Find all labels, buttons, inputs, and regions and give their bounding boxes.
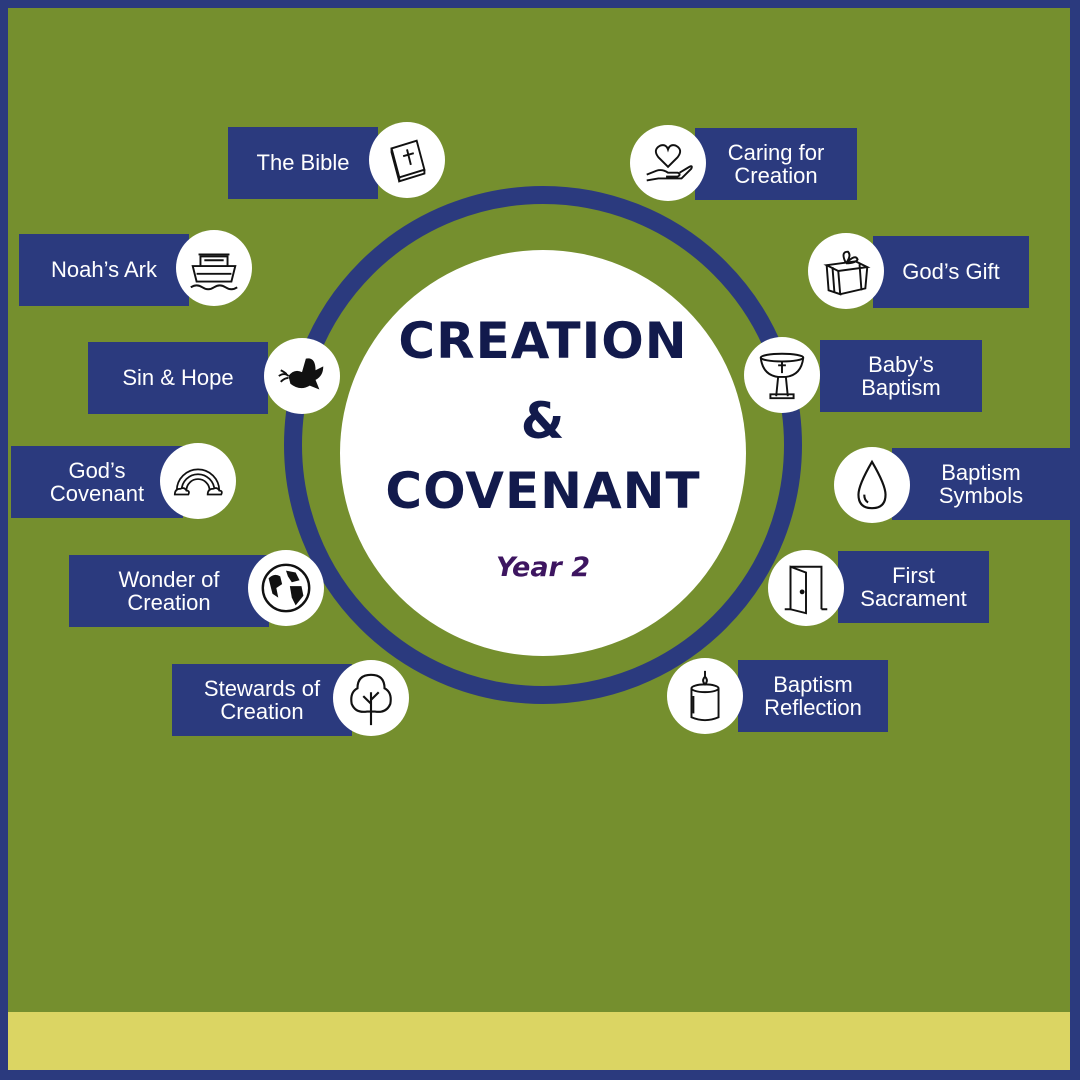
topic-label: Baptism Reflection: [764, 671, 862, 720]
globe-icon: [248, 550, 324, 626]
topic-label: The Bible: [256, 150, 350, 176]
heart-hand-icon: [630, 125, 706, 201]
topic-gods-gift[interactable]: God’s Gift: [873, 236, 1029, 308]
topic-label: First Sacrament: [860, 562, 967, 611]
topic-label: God’s Gift: [902, 259, 1000, 285]
topic-label: Baby’s Baptism: [861, 351, 941, 400]
open-door-icon: [768, 550, 844, 626]
water-drop-icon: [834, 447, 910, 523]
font-icon: [744, 337, 820, 413]
footer-band: [8, 1012, 1070, 1070]
rainbow-icon: [160, 443, 236, 519]
dove-icon: [264, 338, 340, 414]
subtitle: Year 2: [495, 552, 591, 583]
topic-baptism-symbols[interactable]: Baptism Symbols: [892, 448, 1070, 520]
topic-gods-covenant[interactable]: God’s Covenant: [11, 446, 183, 518]
topic-label: Wonder of Creation: [118, 566, 220, 615]
ark-icon: [176, 230, 252, 306]
topic-sin-hope[interactable]: Sin & Hope: [88, 342, 268, 414]
topic-noahs-ark[interactable]: Noah’s Ark: [19, 234, 189, 306]
gift-icon: [808, 233, 884, 309]
candle-icon: [667, 658, 743, 734]
topic-label: God’s Covenant: [49, 457, 145, 506]
topic-wonder-of-creation[interactable]: Wonder of Creation: [69, 555, 269, 627]
topic-the-bible[interactable]: The Bible: [228, 127, 378, 199]
topic-label: Stewards of Creation: [203, 675, 321, 724]
topic-label: Caring for Creation: [727, 139, 825, 188]
center-circle: [340, 250, 746, 656]
topic-babys-baptism[interactable]: Baby’s Baptism: [820, 340, 982, 412]
topic-label: Baptism Symbols: [938, 459, 1024, 508]
topic-label: Noah’s Ark: [51, 257, 157, 283]
tree-icon: [333, 660, 409, 736]
topic-caring-for-creation[interactable]: Caring for Creation: [695, 128, 857, 200]
topic-baptism-reflection[interactable]: Baptism Reflection: [738, 660, 888, 732]
topic-stewards-of-creation[interactable]: Stewards of Creation: [172, 664, 352, 736]
topic-first-sacrament[interactable]: First Sacrament: [838, 551, 989, 623]
title-line-3: COVENANT: [385, 462, 701, 520]
bible-icon: [369, 122, 445, 198]
title-line-2: &: [520, 392, 566, 450]
title-line-1: CREATION: [398, 312, 688, 370]
topic-label: Sin & Hope: [122, 365, 234, 391]
